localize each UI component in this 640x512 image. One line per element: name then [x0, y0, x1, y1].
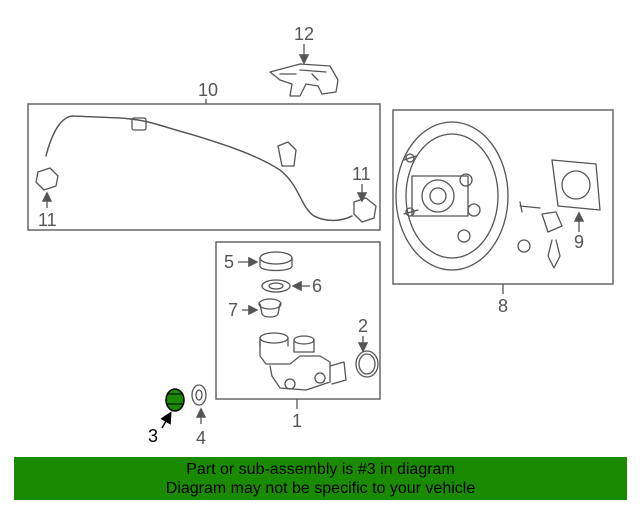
callout-11-left: 11: [38, 210, 57, 230]
callout-2: 2: [358, 316, 368, 336]
o-ring-part-2[interactable]: [355, 350, 379, 378]
booster-clip[interactable]: [541, 211, 563, 233]
strainer-part-7[interactable]: [258, 298, 282, 318]
callout-11-right: 11: [352, 164, 371, 184]
booster-gasket-part-9[interactable]: [551, 159, 601, 211]
callout-3: 3: [148, 426, 158, 446]
booster-group-box: [392, 109, 614, 285]
callout-8: 8: [498, 296, 508, 316]
callout-4: 4: [196, 428, 206, 448]
washer-part-4[interactable]: [191, 384, 207, 406]
hose-clip[interactable]: [277, 141, 297, 167]
hose-clamp-right[interactable]: [353, 197, 377, 223]
hose-clamp-left[interactable]: [35, 167, 59, 191]
info-banner: Part or sub-assembly is #3 in diagram Di…: [14, 457, 627, 500]
reservoir-cap-part-5[interactable]: [259, 251, 293, 272]
callout-10: 10: [198, 80, 218, 100]
hose-group-box: [27, 103, 381, 231]
leader-3: [160, 411, 172, 429]
callout-1: 1: [292, 411, 302, 431]
callout-9: 9: [574, 232, 584, 252]
banner-line-2: Diagram may not be specific to your vehi…: [165, 480, 476, 497]
vacuum-hose-part-10[interactable]: [45, 115, 353, 222]
booster-bolt[interactable]: [519, 201, 541, 213]
callout-5: 5: [224, 252, 234, 272]
booster-nut[interactable]: [517, 239, 531, 253]
brake-booster-part-8[interactable]: [395, 121, 509, 271]
callout-6: 6: [312, 276, 322, 296]
master-cylinder-box: [215, 241, 381, 400]
callout-7: 7: [228, 300, 238, 320]
master-cylinder-body[interactable]: [259, 332, 347, 391]
bracket-part-12[interactable]: [269, 63, 339, 97]
seal-part-6[interactable]: [261, 279, 291, 293]
callout-12: 12: [294, 24, 314, 44]
booster-pin[interactable]: [547, 239, 561, 269]
banner-line-1: Part or sub-assembly is #3 in diagram: [186, 461, 455, 478]
highlighted-part-3[interactable]: [165, 388, 185, 412]
